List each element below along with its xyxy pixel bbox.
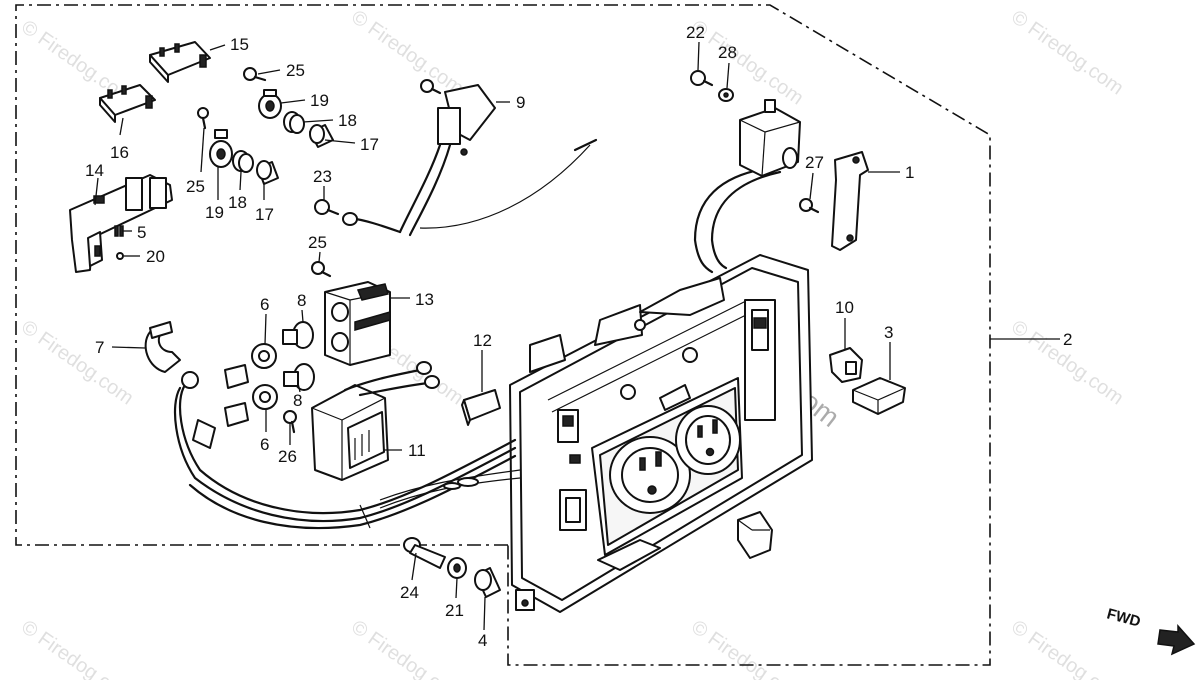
callout-13: 13 bbox=[415, 290, 434, 309]
callout-20: 20 bbox=[146, 247, 165, 266]
callout-4: 4 bbox=[478, 631, 487, 650]
microswitch-15 bbox=[149, 41, 211, 83]
callout-22: 22 bbox=[686, 23, 705, 42]
callout-3: 3 bbox=[884, 323, 893, 342]
bulb-8b bbox=[283, 363, 315, 391]
arrow-right-icon bbox=[1157, 624, 1196, 656]
sensor-9 bbox=[342, 84, 598, 237]
callout-1: 1 bbox=[905, 163, 914, 182]
callout-6a: 6 bbox=[260, 295, 269, 314]
leader-lines bbox=[94, 41, 1060, 631]
bulb-8a bbox=[282, 321, 314, 349]
callout-25b: 25 bbox=[186, 177, 205, 196]
control-module bbox=[739, 99, 801, 177]
screw-25c bbox=[311, 261, 332, 278]
bolt-24 bbox=[403, 537, 446, 569]
screw-25a bbox=[243, 67, 267, 82]
socket-17b bbox=[256, 160, 279, 185]
callout-23: 23 bbox=[313, 167, 332, 186]
ring-18a bbox=[283, 111, 305, 134]
cover-12 bbox=[461, 389, 501, 426]
watermark: © Firedog.com bbox=[687, 616, 807, 680]
grommet-6a bbox=[251, 343, 277, 369]
microswitch-16 bbox=[99, 84, 156, 123]
wire-harness bbox=[173, 364, 521, 530]
grommet-6b bbox=[252, 384, 278, 410]
callout-6b: 6 bbox=[260, 435, 269, 454]
callout-24: 24 bbox=[400, 583, 419, 602]
callout-25c: 25 bbox=[308, 233, 327, 252]
breaker-13 bbox=[324, 281, 391, 366]
callout-19b: 19 bbox=[205, 203, 224, 222]
watermark: © Firedog.com bbox=[1007, 6, 1127, 99]
watermark: © Firedog.com bbox=[17, 316, 137, 409]
callout-14: 14 bbox=[85, 161, 104, 180]
callout-12: 12 bbox=[473, 331, 492, 350]
washer-21 bbox=[447, 557, 467, 579]
clamp-7 bbox=[144, 321, 181, 373]
callout-28: 28 bbox=[718, 43, 737, 62]
fwd-label: FWD bbox=[1105, 605, 1143, 630]
callout-17b: 17 bbox=[255, 205, 274, 224]
panel-cable bbox=[693, 166, 772, 274]
callout-18a: 18 bbox=[338, 111, 357, 130]
holder-19a bbox=[258, 89, 282, 119]
callout-18b: 18 bbox=[228, 193, 247, 212]
screw-25b bbox=[197, 107, 209, 130]
watermark: © Firedog.com bbox=[687, 16, 807, 109]
callout-17a: 17 bbox=[360, 135, 379, 154]
bracket-1 bbox=[831, 151, 869, 251]
panel-cover bbox=[737, 511, 773, 559]
watermark: © Firedog.com bbox=[1007, 616, 1127, 680]
watermark: © Firedog.com bbox=[347, 616, 467, 680]
holder-19b bbox=[209, 129, 233, 168]
callouts: 1 2 3 4 5 6 6 7 8 8 9 10 11 12 13 14 15 … bbox=[85, 23, 1072, 650]
callout-15: 15 bbox=[230, 35, 249, 54]
screw-27 bbox=[799, 198, 820, 214]
control-panel-assembly bbox=[509, 254, 813, 613]
assembly-frame bbox=[15, 4, 991, 666]
screw-9-top bbox=[420, 79, 442, 95]
callout-5: 5 bbox=[137, 223, 146, 242]
callout-7: 7 bbox=[95, 338, 104, 357]
callout-21: 21 bbox=[445, 601, 464, 620]
callout-10: 10 bbox=[835, 298, 854, 317]
callout-11: 11 bbox=[408, 441, 426, 460]
socket-17a bbox=[309, 124, 334, 148]
callout-8a: 8 bbox=[297, 291, 306, 310]
clip-10 bbox=[829, 347, 863, 383]
callout-26: 26 bbox=[278, 447, 297, 466]
cap-3 bbox=[852, 377, 906, 415]
washer-28 bbox=[718, 88, 734, 102]
screw-22 bbox=[690, 70, 714, 87]
collar-4 bbox=[474, 567, 501, 598]
watermark: © Firedog.com bbox=[347, 6, 467, 99]
pin-20 bbox=[116, 252, 124, 260]
fwd-indicator: FWD bbox=[1105, 605, 1196, 656]
callout-25a: 25 bbox=[286, 61, 305, 80]
callout-9: 9 bbox=[516, 93, 525, 112]
callout-16: 16 bbox=[110, 143, 129, 162]
callout-27: 27 bbox=[805, 153, 824, 172]
callout-2: 2 bbox=[1063, 330, 1072, 349]
screw-5 bbox=[114, 225, 124, 237]
callout-19a: 19 bbox=[310, 91, 329, 110]
watermark: © Firedog.com bbox=[17, 616, 137, 680]
callout-8b: 8 bbox=[293, 391, 302, 410]
ring-18b bbox=[232, 150, 254, 173]
relay-11 bbox=[311, 361, 440, 481]
screw-23 bbox=[314, 199, 340, 216]
